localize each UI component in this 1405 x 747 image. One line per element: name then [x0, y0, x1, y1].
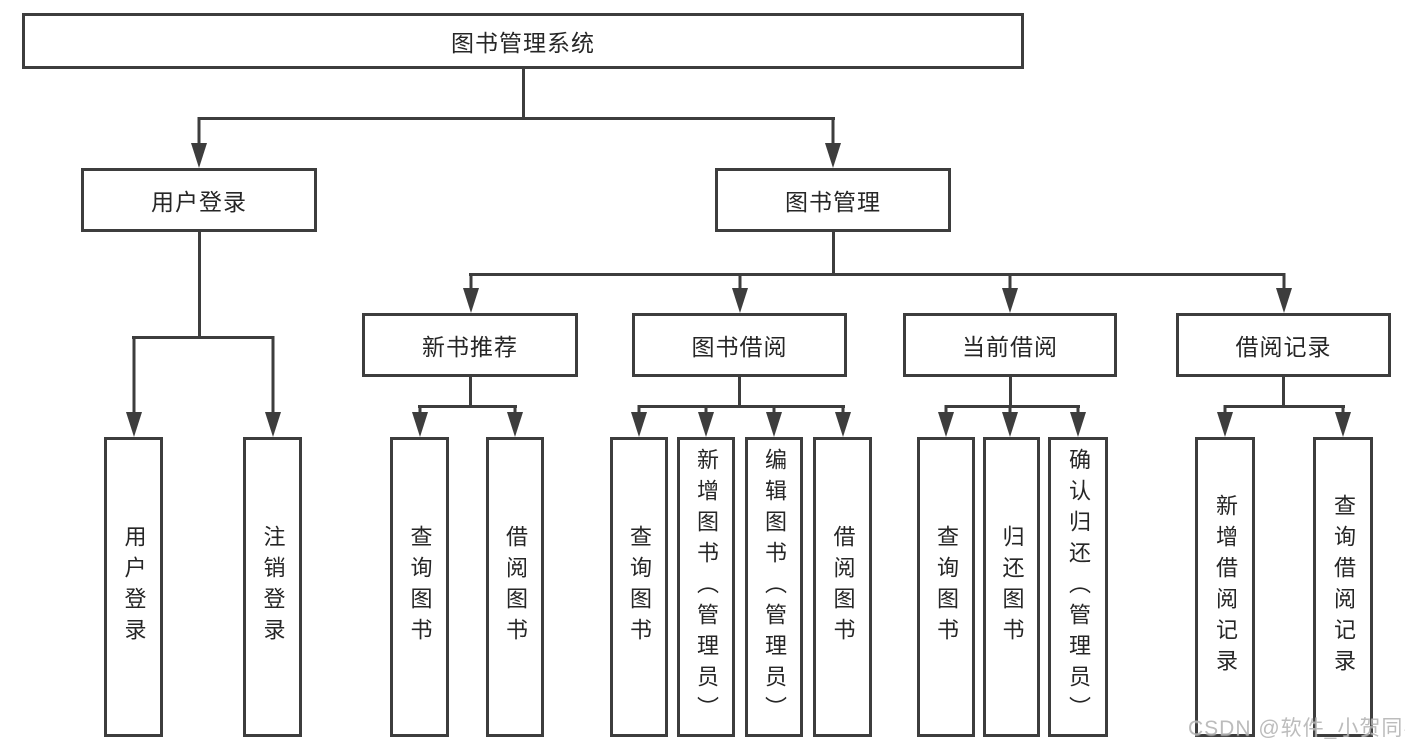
- leaf-query-book-3-label: 查询图书: [934, 525, 959, 649]
- leaf-add-borrow-record: 新增借阅记录: [1195, 437, 1255, 737]
- arrow-down-icon: [1002, 273, 1019, 313]
- node-book-management: 图书管理: [715, 168, 951, 232]
- leaf-logout-label: 注销登录: [260, 525, 286, 649]
- arrow-down-icon: [1275, 273, 1292, 313]
- arrow-down-icon: [825, 117, 842, 168]
- arrow-down-icon: [264, 336, 281, 437]
- arrow-down-icon: [631, 405, 648, 437]
- watermark: CSDN @软件_小贺同学: [1188, 717, 1405, 740]
- leaf-borrow-book-2-label: 借阅图书: [830, 525, 856, 649]
- arrow-down-icon: [125, 336, 142, 437]
- connector-line: [197, 117, 835, 120]
- leaf-return-book: 归还图书: [983, 437, 1040, 737]
- connector-line: [831, 232, 835, 273]
- node-library-system: 图书管理系统: [22, 13, 1024, 69]
- leaf-query-book-1-label: 查询图书: [407, 525, 433, 649]
- leaf-edit-book-admin-label: 编辑图书（管理员）: [762, 447, 787, 727]
- connector-line: [738, 377, 741, 405]
- arrow-down-icon: [507, 405, 524, 437]
- leaf-borrow-book-1: 借阅图书: [486, 437, 544, 737]
- node-user-login: 用户登录: [81, 168, 317, 232]
- leaf-add-book-admin-label: 新增图书（管理员）: [694, 447, 719, 727]
- arrow-down-icon: [411, 405, 428, 437]
- arrow-down-icon: [1335, 405, 1352, 437]
- leaf-user-login-label: 用户登录: [121, 525, 147, 649]
- node-new-book-recommend-label: 新书推荐: [422, 334, 518, 360]
- connector-line: [1282, 377, 1285, 405]
- arrow-down-icon: [191, 117, 208, 168]
- leaf-query-borrow-record: 查询借阅记录: [1313, 437, 1373, 737]
- leaf-query-book-3: 查询图书: [917, 437, 975, 737]
- node-borrow-records-label: 借阅记录: [1235, 334, 1332, 360]
- node-library-system-label: 图书管理系统: [451, 30, 595, 56]
- leaf-query-book-2-label: 查询图书: [627, 525, 652, 649]
- leaf-borrow-book-1-label: 借阅图书: [503, 525, 528, 649]
- arrow-down-icon: [731, 273, 748, 313]
- leaf-add-book-admin: 新增图书（管理员）: [677, 437, 735, 737]
- arrow-down-icon: [938, 405, 955, 437]
- leaf-return-book-label: 归还图书: [999, 525, 1025, 649]
- arrow-down-icon: [1070, 405, 1087, 437]
- node-book-management-label: 图书管理: [785, 189, 881, 215]
- connector-line: [944, 405, 1080, 408]
- leaf-confirm-return-admin: 确认归还（管理员）: [1048, 437, 1108, 737]
- leaf-query-book-2: 查询图书: [610, 437, 668, 737]
- connector-line: [469, 273, 1285, 276]
- leaf-borrow-book-2: 借阅图书: [813, 437, 872, 737]
- connector-line: [469, 377, 472, 405]
- connector-line: [521, 69, 525, 117]
- node-book-borrow: 图书借阅: [632, 313, 847, 377]
- arrow-down-icon: [834, 405, 851, 437]
- leaf-logout: 注销登录: [243, 437, 302, 737]
- connector-line: [637, 405, 845, 408]
- leaf-query-book-1: 查询图书: [390, 437, 449, 737]
- node-book-borrow-label: 图书借阅: [691, 334, 788, 360]
- connector-line: [132, 336, 274, 339]
- connector-line: [197, 232, 201, 336]
- node-current-borrow-label: 当前借阅: [962, 334, 1058, 360]
- node-new-book-recommend: 新书推荐: [362, 313, 578, 377]
- leaf-edit-book-admin: 编辑图书（管理员）: [745, 437, 803, 737]
- arrow-down-icon: [698, 405, 715, 437]
- leaf-user-login: 用户登录: [104, 437, 163, 737]
- arrow-down-icon: [766, 405, 783, 437]
- leaf-confirm-return-admin-label: 确认归还（管理员）: [1066, 447, 1091, 727]
- node-current-borrow: 当前借阅: [903, 313, 1117, 377]
- node-user-login-label: 用户登录: [151, 189, 247, 215]
- arrow-down-icon: [1217, 405, 1234, 437]
- connector-line: [418, 405, 517, 408]
- connector-line: [1223, 405, 1345, 408]
- connector-line: [1008, 377, 1012, 405]
- node-borrow-records: 借阅记录: [1176, 313, 1391, 377]
- arrow-down-icon: [1002, 405, 1019, 437]
- leaf-add-borrow-record-label: 新增借阅记录: [1213, 494, 1238, 680]
- leaf-query-borrow-record-label: 查询借阅记录: [1331, 494, 1356, 680]
- arrow-down-icon: [462, 273, 479, 313]
